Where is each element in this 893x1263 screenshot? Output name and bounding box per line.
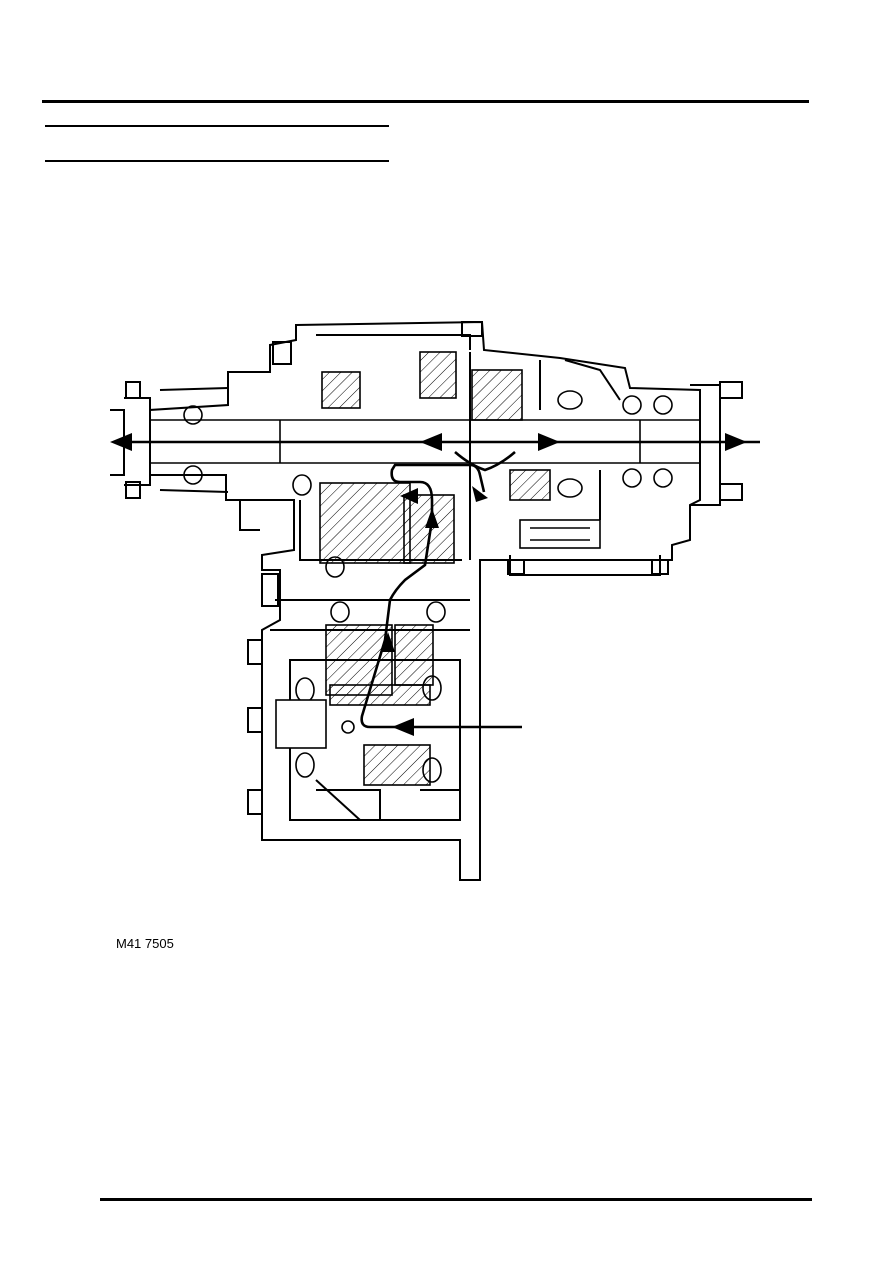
figure-caption: M41 7505 xyxy=(116,936,174,951)
bolt-heads xyxy=(125,321,743,815)
arrowheads xyxy=(110,433,747,736)
header-rule-top xyxy=(42,100,809,103)
header-rule-short-2 xyxy=(45,160,389,162)
gear-sections xyxy=(275,351,601,786)
upward-flow-arrow xyxy=(360,519,434,729)
bearings xyxy=(183,390,673,783)
housing-outline xyxy=(110,320,721,881)
footer-rule xyxy=(100,1198,812,1201)
diff-split xyxy=(454,451,516,472)
header-rule-short-1 xyxy=(45,125,389,127)
